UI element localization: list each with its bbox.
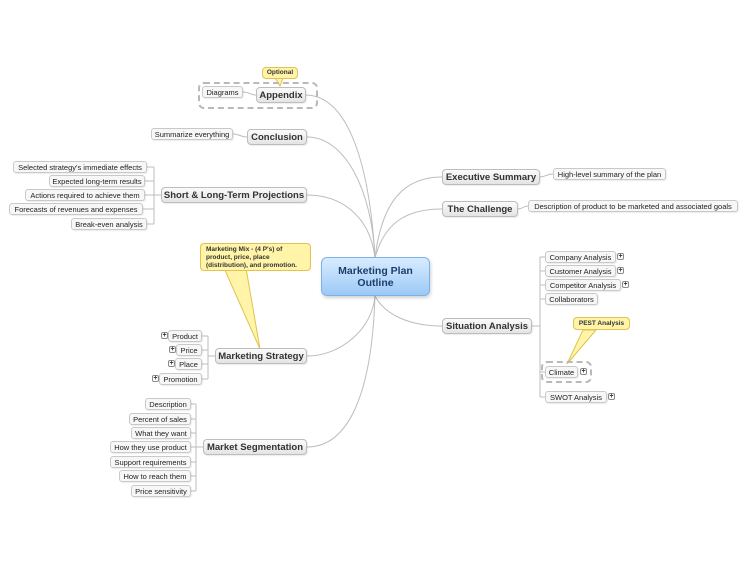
topic-situation-analysis[interactable]: Situation Analysis — [442, 318, 532, 334]
segmentation-item[interactable]: Percent of sales — [129, 413, 191, 425]
conclusion-item[interactable]: Summarize everything — [151, 128, 233, 140]
callout-marketing-mix[interactable]: Marketing Mix - (4 P's) of product, pric… — [200, 243, 311, 271]
appendix-item-diagrams[interactable]: Diagrams — [202, 86, 243, 98]
expand-icon[interactable]: + — [168, 360, 175, 367]
segmentation-item[interactable]: Description — [145, 398, 191, 410]
topic-marketing-strategy[interactable]: Marketing Strategy — [215, 348, 307, 364]
segmentation-item[interactable]: Price sensitivity — [131, 485, 191, 497]
callout-optional[interactable]: Optional — [262, 67, 298, 79]
projection-item[interactable]: Selected strategy's immediate effects — [13, 161, 147, 173]
expand-icon[interactable]: + — [580, 368, 587, 375]
situation-item-swot[interactable]: SWOT Analysis — [545, 391, 607, 403]
topic-conclusion[interactable]: Conclusion — [247, 129, 307, 145]
projection-item[interactable]: Actions required to achieve them — [25, 189, 145, 201]
expand-icon[interactable]: + — [152, 375, 159, 382]
expand-icon[interactable]: + — [617, 267, 624, 274]
situation-item-collaborators[interactable]: Collaborators — [545, 293, 598, 305]
segmentation-item[interactable]: Support requirements — [110, 456, 191, 468]
projection-item[interactable]: Forecasts of revenues and expenses — [9, 203, 143, 215]
segmentation-item[interactable]: How they use product — [110, 441, 191, 453]
topic-projections[interactable]: Short & Long-Term Projections — [161, 187, 307, 203]
marketing-mix-text: Marketing Mix - (4 P's) of product, pric… — [206, 246, 297, 269]
strategy-item-product[interactable]: Product — [168, 330, 202, 342]
projection-item[interactable]: Expected long-term results — [49, 175, 145, 187]
central-topic-line2: Outline — [357, 276, 394, 289]
strategy-item-price[interactable]: Price — [176, 344, 202, 356]
situation-item-customer[interactable]: Customer Analysis — [545, 265, 616, 277]
strategy-item-place[interactable]: Place — [175, 358, 202, 370]
situation-item-competitor[interactable]: Competitor Analysis — [545, 279, 621, 291]
topic-market-segmentation[interactable]: Market Segmentation — [203, 439, 307, 455]
segmentation-item[interactable]: What they want — [131, 427, 191, 439]
appendix-boundary — [198, 82, 318, 109]
executive-item[interactable]: High-level summary of the plan — [553, 168, 666, 180]
projection-item[interactable]: Break-even analysis — [71, 218, 147, 230]
topic-executive-summary[interactable]: Executive Summary — [442, 169, 540, 185]
expand-icon[interactable]: + — [622, 281, 629, 288]
central-topic-line1: Marketing Plan — [338, 264, 413, 277]
pest-pointer — [566, 329, 598, 365]
central-topic[interactable]: Marketing Plan Outline — [321, 257, 430, 296]
topic-the-challenge[interactable]: The Challenge — [442, 201, 518, 217]
situation-item-climate[interactable]: Climate — [545, 366, 578, 378]
challenge-item[interactable]: Description of product to be marketed an… — [528, 200, 738, 212]
strategy-item-promotion[interactable]: Promotion — [159, 373, 202, 385]
expand-icon[interactable]: + — [608, 393, 615, 400]
expand-icon[interactable]: + — [617, 253, 624, 260]
expand-icon[interactable]: + — [169, 346, 176, 353]
expand-icon[interactable]: + — [161, 332, 168, 339]
callout-pest-analysis[interactable]: PEST Analysis — [573, 317, 630, 330]
climate-boundary — [541, 361, 592, 383]
situation-item-company[interactable]: Company Analysis — [545, 251, 616, 263]
topic-appendix[interactable]: Appendix — [256, 87, 306, 103]
segmentation-item[interactable]: How to reach them — [119, 470, 191, 482]
marketing-mix-pointer — [223, 267, 261, 350]
